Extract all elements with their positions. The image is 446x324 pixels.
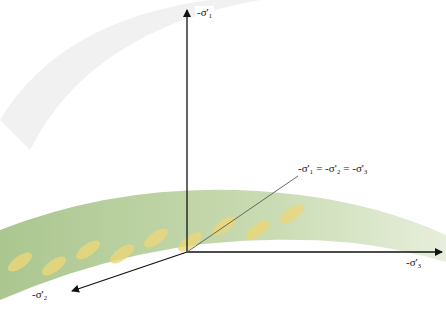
- axis-label: -σ'₁: [195, 6, 214, 19]
- axis-sigma1: [186, 10, 187, 252]
- hydrostatic-line: [187, 176, 298, 252]
- axis-label: -σ'₂: [30, 288, 49, 301]
- axis-sigma2: [72, 252, 187, 291]
- axis-label: -σ'₃: [404, 256, 423, 269]
- axis-sigma3: [187, 251, 442, 252]
- line-label: -σ'₁ = -σ'₂ = -σ'₃: [296, 162, 370, 175]
